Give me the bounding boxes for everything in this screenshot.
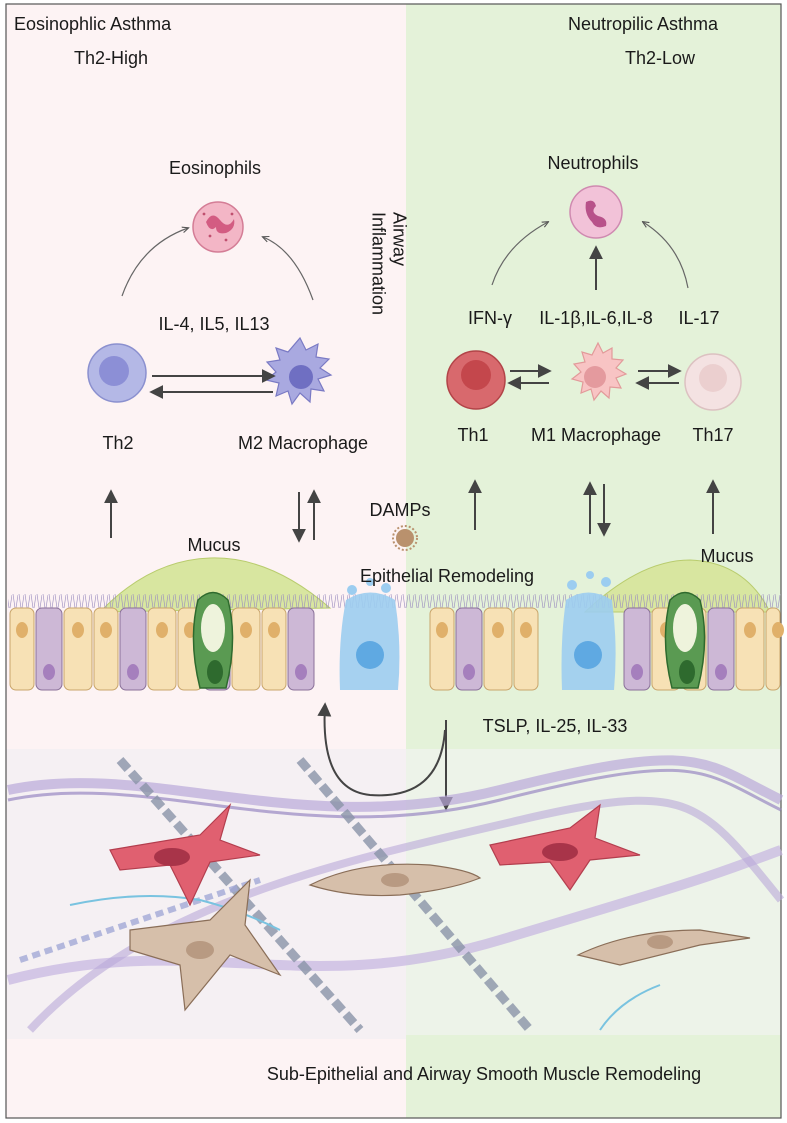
epithelial-cell <box>513 607 539 691</box>
th1-cell <box>446 350 506 410</box>
epithelium <box>8 557 784 691</box>
mucus-label-left: Mucus <box>187 535 241 555</box>
ifn-gamma-label: IFN-γ <box>468 308 512 328</box>
epithelial-cell-nucleus <box>156 622 168 638</box>
epithelial-cell-nucleus <box>715 664 727 680</box>
epithelial-cell <box>483 607 513 691</box>
th2-to-eosinophil-arrow <box>121 228 188 297</box>
epithelial-cell <box>707 607 735 691</box>
damaged-epithelial-cell-left <box>339 578 400 690</box>
right-panel-title: Neutropilic Asthma <box>568 14 719 34</box>
epithelial-cell-nucleus <box>240 622 252 638</box>
left-panel-subtitle: Th2-High <box>74 48 149 68</box>
airway-label-line1: Airway <box>389 212 410 267</box>
epithelial-cell <box>261 607 287 691</box>
epithelial-cell-nucleus <box>436 622 448 638</box>
figure-border <box>5 3 782 1119</box>
epithelial-cell <box>429 607 455 691</box>
epithelial-cell <box>9 607 35 691</box>
alarmins-label: TSLP, IL-25, IL-33 <box>482 716 628 736</box>
epithelial-cell <box>455 607 483 691</box>
epithelial-cell-nucleus <box>520 622 532 638</box>
right-panel-subtitle: Th2-Low <box>625 48 696 68</box>
airway-inflammation-label: Airway Inflammation <box>368 212 410 315</box>
neutrophil-cell <box>569 185 623 239</box>
epithelial-cell <box>119 607 147 691</box>
epithelial-cell-nucleus <box>268 622 280 638</box>
m1-macrophage-label: M1 Macrophage <box>530 425 662 445</box>
epithelial-cell-nucleus <box>772 622 784 638</box>
epithelial-remodeling-label: Epithelial Remodeling <box>359 566 535 586</box>
mucus-label-right: Mucus <box>700 546 754 566</box>
epithelial-cell-nucleus <box>16 622 28 638</box>
epithelial-cell-nucleus <box>100 622 112 638</box>
sub-epithelial-tissue <box>6 755 785 1033</box>
il1-il6-il8-label: IL-1β,IL-6,IL-8 <box>539 308 653 328</box>
th17-cell <box>684 353 742 411</box>
th2-label: Th2 <box>102 433 134 453</box>
epithelial-cell <box>147 607 177 691</box>
goblet-cell-left <box>192 591 234 689</box>
m1-macrophage-cell <box>570 341 628 402</box>
damaged-epithelial-cell-right <box>561 571 616 690</box>
eosinophil-cell <box>192 201 244 253</box>
il17-label: IL-17 <box>678 308 720 328</box>
bottom-caption: Sub-Epithelial and Airway Smooth Muscle … <box>266 1064 702 1084</box>
epithelial-cell <box>63 607 93 691</box>
airway-label-line2: Inflammation <box>368 212 389 315</box>
m2-macrophage-label: M2 Macrophage <box>237 433 369 453</box>
epithelial-cell-nucleus <box>744 622 756 638</box>
epithelial-cell <box>35 607 63 691</box>
epithelial-cell-nucleus <box>631 664 643 680</box>
neutrophils-label: Neutrophils <box>547 153 639 173</box>
epithelial-cell <box>93 607 119 691</box>
epithelial-cell <box>231 607 261 691</box>
right-caption-background <box>406 1035 781 1118</box>
epithelial-cell <box>623 607 651 691</box>
il17-to-neutrophil-arrow <box>643 222 689 289</box>
epithelial-cell-nucleus <box>43 664 55 680</box>
epithelial-cell <box>765 607 781 691</box>
alarmin-feedback-arrow <box>317 702 446 797</box>
th2-cytokines-label: IL-4, IL5, IL13 <box>158 314 270 334</box>
goblet-cell-right <box>664 591 706 689</box>
epithelial-cell-nucleus <box>72 622 84 638</box>
eosinophils-label: Eosinophils <box>168 158 262 178</box>
damps-label: DAMPs <box>369 500 431 520</box>
epithelial-cell <box>287 607 315 691</box>
damps-particle <box>392 525 418 551</box>
epithelial-cell-nucleus <box>492 622 504 638</box>
th17-label: Th17 <box>692 425 734 445</box>
left-panel-title: Eosinophlic Asthma <box>14 14 172 34</box>
ifn-to-neutrophil-arrow <box>491 222 548 286</box>
m2-to-eosinophil-arrow <box>263 237 314 301</box>
th2-cell <box>87 343 147 403</box>
epithelial-cell-nucleus <box>295 664 307 680</box>
epithelial-cell <box>735 607 765 691</box>
epithelial-cell-nucleus <box>463 664 475 680</box>
th1-label: Th1 <box>457 425 489 445</box>
m2-macrophage-cell <box>264 336 333 406</box>
epithelial-cell-nucleus <box>127 664 139 680</box>
